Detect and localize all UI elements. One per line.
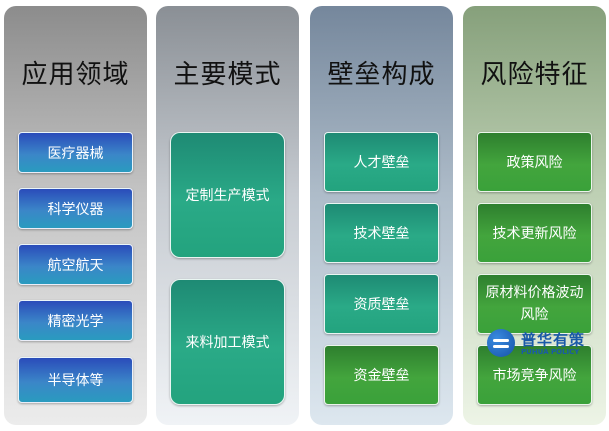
item-box: 科学仪器 xyxy=(18,188,133,229)
item-box: 医疗器械 xyxy=(18,132,133,173)
column-title: 壁垒构成 xyxy=(327,60,436,90)
column-title: 应用领域 xyxy=(21,60,130,90)
item-box: 半导体等 xyxy=(18,357,133,403)
item-box: 资金壁垒 xyxy=(324,345,439,405)
item-box: 原材料价格波动风险 xyxy=(477,274,592,334)
column-title: 主要模式 xyxy=(173,60,282,90)
watermark-logo: 普华有策 PUHUA POLICY xyxy=(487,329,597,359)
logo-name-cn: 普华有策 xyxy=(521,331,586,349)
item-box: 航空航天 xyxy=(18,244,133,285)
item-box: 技术更新风险 xyxy=(477,203,592,263)
column-application-fields: 应用领域 医疗器械 科学仪器 航空航天 精密光学 半导体等 xyxy=(4,6,147,425)
item-box: 市场竞争风险 xyxy=(477,345,592,405)
column-risk-features: 风险特征 政策风险 技术更新风险 原材料价格波动风险 市场竞争风险 xyxy=(463,6,606,425)
item-box: 人才壁垒 xyxy=(324,132,439,192)
column-title: 风险特征 xyxy=(480,60,589,90)
item-box: 精密光学 xyxy=(18,300,133,341)
item-box: 资质壁垒 xyxy=(324,274,439,334)
column-barriers: 壁垒构成 人才壁垒 技术壁垒 资质壁垒 资金壁垒 xyxy=(310,6,453,425)
logo-name-en: PUHUA POLICY xyxy=(521,348,580,356)
column-main-modes: 主要模式 定制生产模式 来料加工模式 xyxy=(156,6,299,425)
item-box: 技术壁垒 xyxy=(324,203,439,263)
item-box: 政策风险 xyxy=(477,132,592,192)
mode-box: 定制生产模式 xyxy=(170,132,285,258)
mode-box: 来料加工模式 xyxy=(170,279,285,405)
logo-icon xyxy=(487,329,515,357)
